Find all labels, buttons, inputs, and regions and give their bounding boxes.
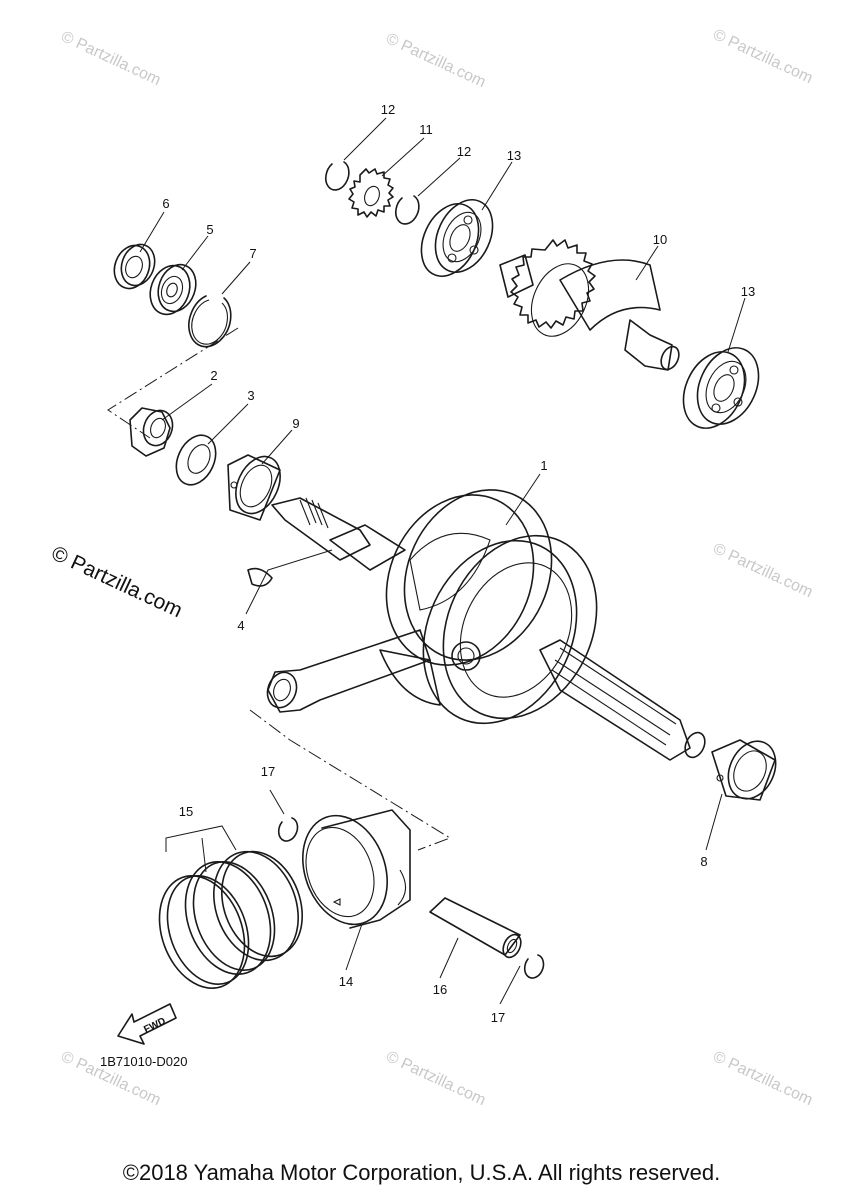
part-16-piston-pin — [429, 897, 522, 959]
callout-5: 5 — [206, 222, 213, 237]
watermark-text: © Partzilla.com — [383, 1048, 488, 1109]
callout-11: 11 — [419, 122, 433, 137]
part-3-washer — [175, 434, 217, 486]
alignment-line-left — [107, 327, 239, 439]
part-15-piston-ring-set — [158, 850, 304, 989]
callout-16: 16 — [433, 982, 447, 997]
copyright-notice: ©2018 Yamaha Motor Corporation, U.S.A. A… — [122, 1160, 721, 1185]
callout-1: 1 — [540, 458, 547, 473]
watermark-text-prominent: © Partzilla.com — [48, 542, 186, 623]
part-14-piston — [302, 809, 411, 929]
watermark-text: © Partzilla.com — [710, 540, 815, 601]
callout-17: 17 — [261, 764, 275, 779]
watermark-text: © Partzilla.com — [383, 30, 488, 91]
part-17-piston-pin-clip-upper — [277, 817, 299, 842]
fwd-label: FWD — [142, 1016, 167, 1036]
callout-17: 17 — [491, 1010, 505, 1025]
callout-2: 2 — [210, 368, 217, 383]
watermark-text: © Partzilla.com — [58, 28, 163, 89]
part-4-woodruff-key — [247, 567, 273, 587]
callout-13: 13 — [507, 148, 521, 163]
part-9-bush — [227, 454, 281, 521]
part-5-bearing — [149, 263, 197, 316]
callout-14: 14 — [339, 974, 353, 989]
alignment-line-lower — [249, 709, 452, 851]
callout-4: 4 — [237, 618, 244, 633]
forward-direction-arrow: FWD — [117, 1003, 177, 1045]
callout-12: 12 — [457, 144, 471, 159]
part-10-drive-axle-gear — [499, 239, 680, 371]
part-7-circlip — [188, 295, 232, 348]
callout-10: 10 — [653, 232, 667, 247]
watermark-text: © Partzilla.com — [710, 26, 815, 87]
part-11-sprocket — [348, 168, 394, 218]
leader-lines — [139, 117, 746, 1005]
callout-6: 6 — [162, 196, 169, 211]
part-2-nut — [129, 407, 174, 457]
callout-13: 13 — [741, 284, 755, 299]
callout-3: 3 — [247, 388, 254, 403]
diagram-code: 1B71010-D020 — [100, 1054, 187, 1069]
callout-12: 12 — [381, 102, 395, 117]
callout-9: 9 — [292, 416, 299, 431]
callout-7: 7 — [249, 246, 256, 261]
callout-8: 8 — [700, 854, 707, 869]
watermark-text: © Partzilla.com — [710, 1048, 815, 1109]
part-6-oil-seal — [113, 243, 156, 290]
part-13-bearing-lower — [682, 347, 760, 429]
part-17-piston-pin-clip-lower — [523, 954, 545, 979]
part-13-bearing-upper — [420, 199, 494, 277]
part-12-circlip-lower — [395, 195, 420, 225]
part-1-crankshaft-assembly — [266, 489, 706, 761]
callout-labels: 12 11 12 13 6 5 7 10 13 2 3 9 1 4 8 17 1… — [162, 102, 755, 1025]
part-12-circlip-upper — [325, 161, 350, 191]
part-8-bush — [711, 739, 777, 801]
callout-15: 15 — [179, 804, 193, 819]
watermark-layer: © Partzilla.com © Partzilla.com © Partzi… — [48, 26, 815, 1109]
